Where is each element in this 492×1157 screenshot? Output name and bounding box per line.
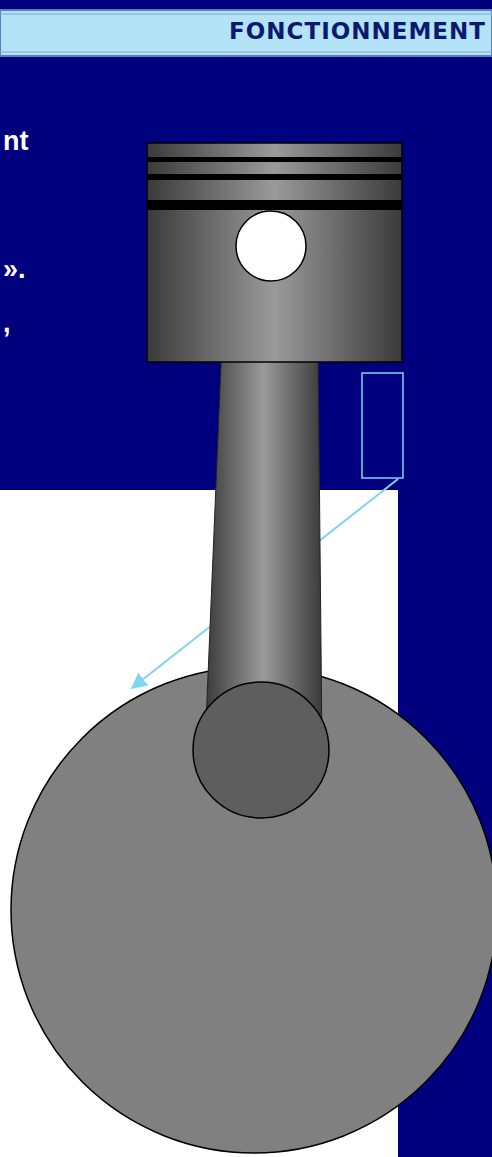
piston-ring — [147, 200, 402, 210]
piston-ring — [147, 174, 402, 180]
piston-pin — [236, 211, 306, 281]
crank-disc — [11, 667, 492, 1153]
piston — [147, 143, 402, 362]
banner-line — [0, 52, 492, 53]
piston-ring — [147, 157, 402, 162]
banner-ground — [0, 0, 492, 66]
text-fragment: ». — [3, 254, 26, 285]
callout-box — [362, 373, 403, 478]
text-fragment: , — [3, 308, 11, 339]
crank-pin — [193, 682, 329, 818]
banner-ribbon — [0, 10, 492, 56]
text-fragment: nt — [3, 126, 28, 157]
banner-line — [0, 14, 492, 15]
banner-title: FONCTIONNEMENT — [150, 18, 486, 44]
